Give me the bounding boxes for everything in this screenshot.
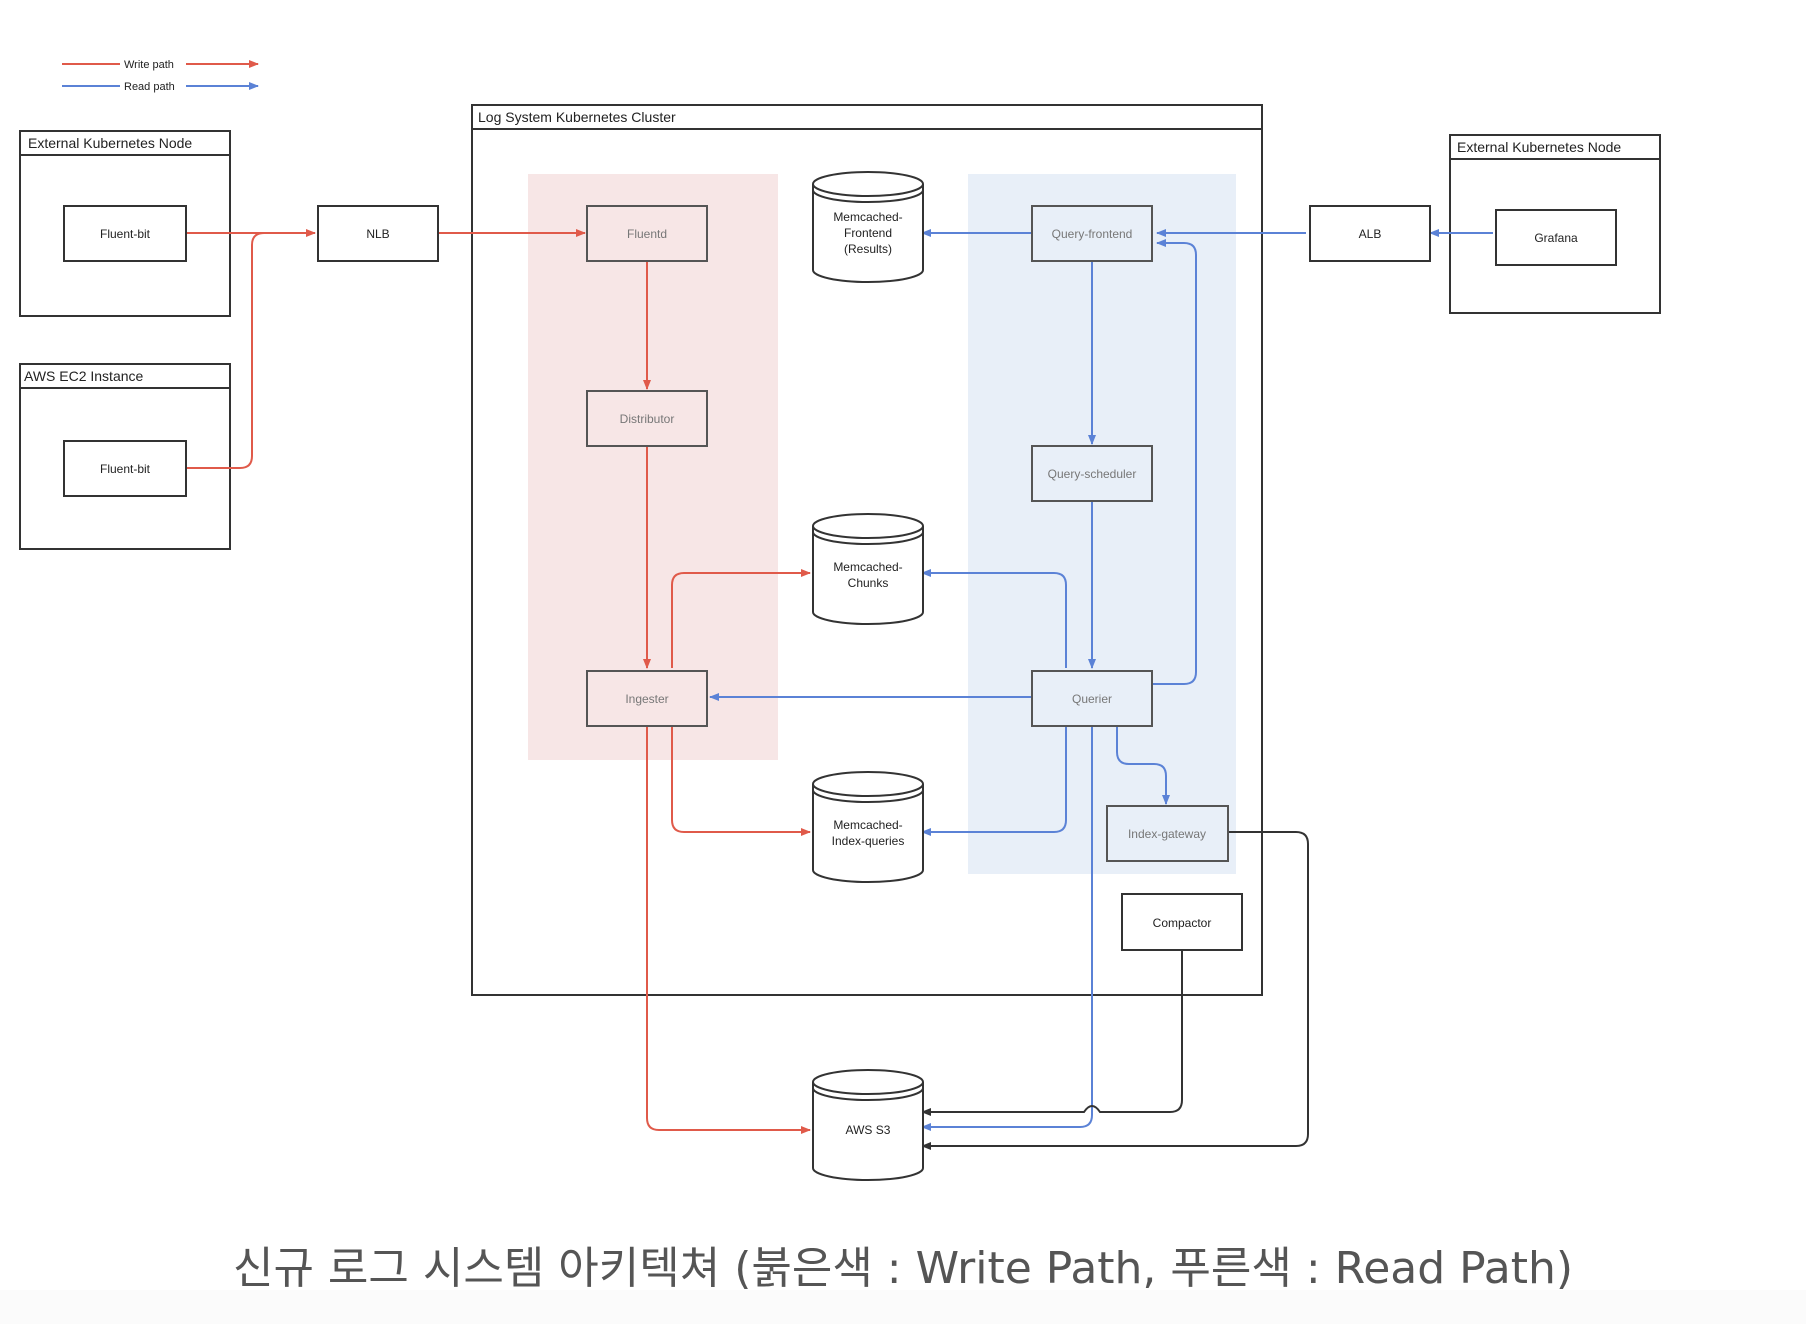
node-alb: ALB [1309, 205, 1431, 262]
legend-write-label: Write path [124, 59, 174, 71]
node-memcached-frontend: Memcached- Frontend (Results) [812, 171, 924, 283]
node-fluent-bit-1: Fluent-bit [63, 205, 187, 262]
edge-querier-to-memcached-index [921, 726, 1067, 836]
edge-querier-to-s3 [921, 726, 1093, 1131]
svg-text:Index-gateway: Index-gateway [1128, 827, 1206, 841]
svg-text:Fluentd: Fluentd [627, 227, 667, 241]
group-external-node-left-title: External Kubernetes Node [28, 135, 192, 151]
read-path-edges [709, 229, 1493, 1131]
svg-text:Compactor: Compactor [1153, 916, 1212, 930]
group-external-node-right: External Kubernetes Node [1449, 134, 1661, 314]
node-query-scheduler: Query-scheduler [1031, 445, 1153, 502]
svg-text:Memcached-: Memcached- [833, 560, 902, 574]
node-memcached-index-queries: Memcached- Index-queries [812, 771, 924, 883]
svg-text:Query-scheduler: Query-scheduler [1048, 467, 1137, 481]
node-fluent-bit-2: Fluent-bit [63, 440, 187, 497]
svg-text:Querier: Querier [1072, 692, 1112, 706]
edge-ingester-to-memcached-index [671, 726, 811, 836]
svg-text:Fluent-bit: Fluent-bit [100, 227, 151, 241]
node-distributor: Distributor [586, 390, 708, 447]
node-memcached-chunks: Memcached- Chunks [812, 513, 924, 625]
svg-text:Distributor: Distributor [620, 412, 675, 426]
svg-text:Chunks: Chunks [848, 576, 889, 590]
edge-compactor-to-s3 [921, 950, 1183, 1116]
group-cluster: Log System Kubernetes Cluster [471, 104, 1263, 996]
svg-text:AWS S3: AWS S3 [846, 1123, 891, 1137]
edge-index-gateway-to-s3 [921, 831, 1309, 1150]
legend: Write path Read path [62, 59, 259, 93]
node-compactor: Compactor [1121, 893, 1243, 951]
write-path-edges [186, 229, 811, 1134]
edge-ingester-to-memcached-chunks [671, 569, 811, 668]
legend-read-label: Read path [124, 81, 175, 93]
edge-querier-to-index-gateway [1116, 726, 1170, 805]
figure-caption: 신규 로그 시스템 아키텍쳐 (붉은색 : Write Path, 푸른색 : … [232, 1243, 1574, 1294]
svg-text:NLB: NLB [366, 227, 389, 241]
node-query-frontend: Query-frontend [1031, 205, 1153, 262]
node-querier: Querier [1031, 670, 1153, 727]
node-index-gateway: Index-gateway [1106, 805, 1229, 862]
svg-text:Memcached-: Memcached- [833, 818, 902, 832]
bottom-band [0, 1290, 1806, 1324]
node-nlb: NLB [317, 205, 439, 262]
edge-querier-to-memcached-chunks [921, 569, 1067, 668]
group-external-node-right-title: External Kubernetes Node [1457, 139, 1621, 155]
svg-text:Ingester: Ingester [625, 692, 668, 706]
group-ec2-instance-title: AWS EC2 Instance [24, 368, 144, 384]
group-cluster-title: Log System Kubernetes Cluster [478, 109, 676, 125]
svg-text:Fluent-bit: Fluent-bit [100, 462, 151, 476]
node-aws-s3: AWS S3 [812, 1069, 924, 1181]
edge-ingester-to-s3 [646, 726, 811, 1134]
svg-text:Index-queries: Index-queries [832, 834, 905, 848]
group-external-node-left: External Kubernetes Node [19, 130, 231, 317]
svg-text:Frontend: Frontend [844, 226, 892, 240]
svg-text:Memcached-: Memcached- [833, 210, 902, 224]
svg-text:Grafana: Grafana [1534, 231, 1578, 245]
edge-fluentbit2-to-nlb [186, 232, 290, 469]
edge-querier-to-query-frontend [1152, 239, 1197, 685]
svg-text:Query-frontend: Query-frontend [1052, 227, 1133, 241]
svg-text:(Results): (Results) [844, 242, 892, 256]
node-fluentd: Fluentd [586, 205, 708, 262]
node-grafana: Grafana [1495, 209, 1617, 266]
write-path-zone [528, 174, 778, 760]
read-path-zone [968, 174, 1236, 874]
group-ec2-instance: AWS EC2 Instance [19, 363, 231, 550]
other-edges [921, 831, 1309, 1150]
svg-text:ALB: ALB [1359, 227, 1382, 241]
node-ingester: Ingester [586, 670, 708, 727]
